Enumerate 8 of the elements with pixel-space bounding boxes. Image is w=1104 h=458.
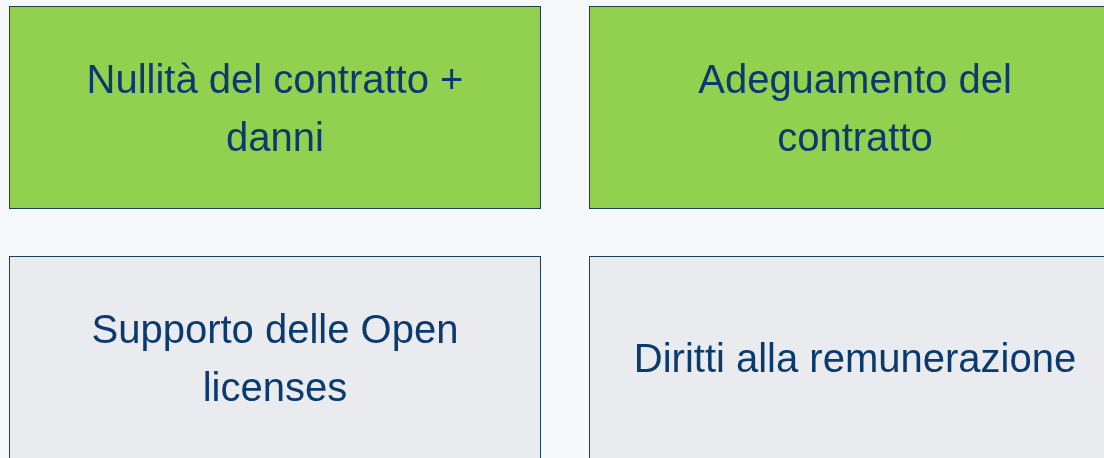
- option-box: [9, 256, 541, 458]
- option-box: [589, 256, 1104, 458]
- box-label: Nullità del contratto + danni: [85, 55, 465, 161]
- box-label: Supporto delle Open licenses: [90, 305, 460, 411]
- box-label: Adeguamento del contratto: [697, 55, 1013, 161]
- option-box: [9, 6, 541, 209]
- box-label: Diritti alla remunerazione: [632, 334, 1078, 382]
- option-box: [589, 6, 1104, 209]
